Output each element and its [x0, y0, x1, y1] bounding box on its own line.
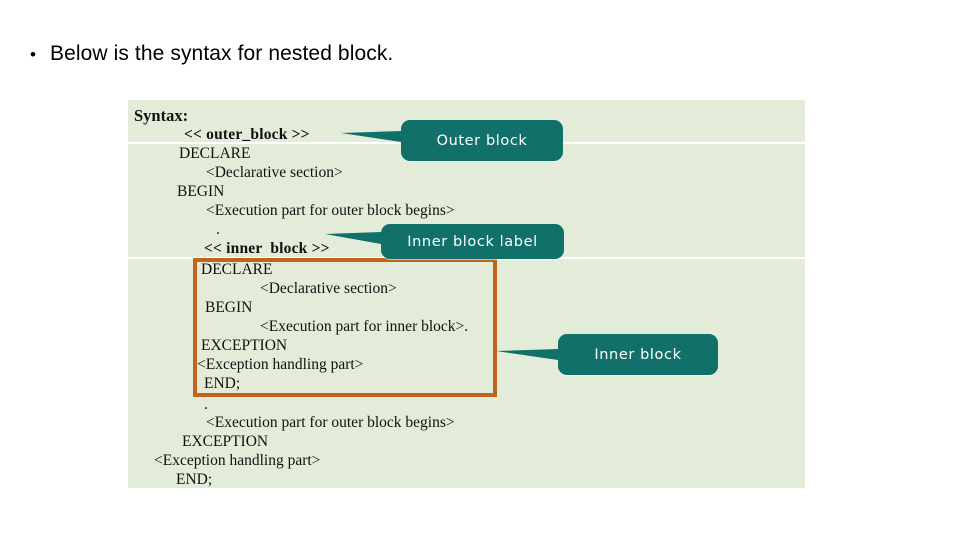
code-line-inner-declarative-section: <Declarative section> [260, 280, 397, 297]
callout-inner-block[interactable]: Inner block [496, 334, 718, 375]
syntax-title: Syntax: [134, 106, 189, 125]
code-line-inner-begin: BEGIN [205, 299, 253, 316]
callout-tail-icon [341, 131, 401, 142]
callout-tail-icon [325, 232, 381, 244]
code-line-inner-label: << inner block >> [204, 240, 330, 257]
code-line-outer-exception-handling: <Exception handling part> [154, 452, 321, 469]
code-line-inner-declare: DECLARE [201, 261, 273, 278]
code-line-outer-declare: DECLARE [179, 145, 251, 162]
code-line-outer-execution-begins-2: <Execution part for outer block begins> [206, 414, 455, 431]
callout-inner-block-text: Inner block [594, 346, 682, 363]
code-line-outer-begin: BEGIN [177, 183, 225, 200]
slide-heading-text: Below is the syntax for nested block. [50, 42, 394, 65]
code-line-outer-exception: EXCEPTION [182, 433, 269, 450]
code-line-inner-exception-handling: <Exception handling part> [197, 356, 364, 373]
callout-inner-block-label-text: Inner block label [407, 233, 538, 250]
code-line-inner-execution: <Execution part for inner block>. [260, 318, 469, 335]
callout-outer-block-label: Outer block [436, 132, 528, 149]
code-line-inner-end: END; [204, 375, 241, 392]
code-line-outer-label: << outer_block >> [184, 126, 310, 143]
callout-outer-block[interactable]: Outer block [341, 120, 563, 161]
code-line-outer-declarative-section: <Declarative section> [206, 164, 343, 181]
bullet-icon: • [30, 45, 37, 64]
code-line-outer-dot-2: . [204, 396, 208, 413]
code-line-outer-execution-begins: <Execution part for outer block begins> [206, 202, 455, 219]
syntax-code-block: Syntax: << outer_block >> DECLARE <Decla… [128, 100, 805, 488]
syntax-panel: Syntax: << outer_block >> DECLARE <Decla… [128, 100, 805, 488]
callout-inner-block-label[interactable]: Inner block label [325, 224, 564, 259]
callout-tail-icon [496, 349, 558, 360]
code-line-outer-end: END; [176, 471, 213, 488]
code-line-inner-exception: EXCEPTION [201, 337, 288, 354]
slide-heading: • Below is the syntax for nested block. [30, 42, 910, 66]
code-line-outer-dot-1: . [216, 221, 220, 238]
